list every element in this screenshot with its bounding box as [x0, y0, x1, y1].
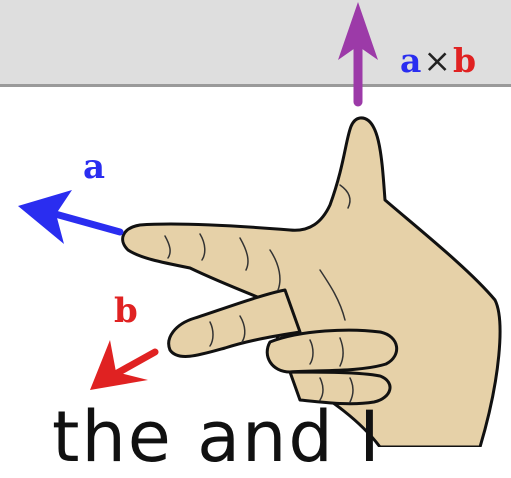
diagram-canvas	[18, 2, 502, 447]
pinky-finger	[288, 370, 392, 406]
caption-fragment: the and I	[52, 396, 382, 478]
hand-creases	[164, 184, 354, 403]
label-cross-times: ×	[423, 41, 452, 80]
label-cross-b: b	[453, 41, 477, 80]
arrow-a-icon	[18, 190, 124, 244]
label-vector-b: b	[114, 291, 138, 331]
label-vector-a: a	[83, 147, 106, 187]
middle-finger	[167, 288, 302, 358]
arrow-axb-icon	[338, 2, 378, 107]
ring-finger	[265, 328, 398, 374]
label-cross-a: a	[400, 41, 422, 80]
label-cross-product: a×b	[400, 44, 476, 77]
header-band	[0, 0, 511, 87]
right-hand-icon	[121, 116, 502, 447]
arrow-b-icon	[90, 340, 159, 390]
